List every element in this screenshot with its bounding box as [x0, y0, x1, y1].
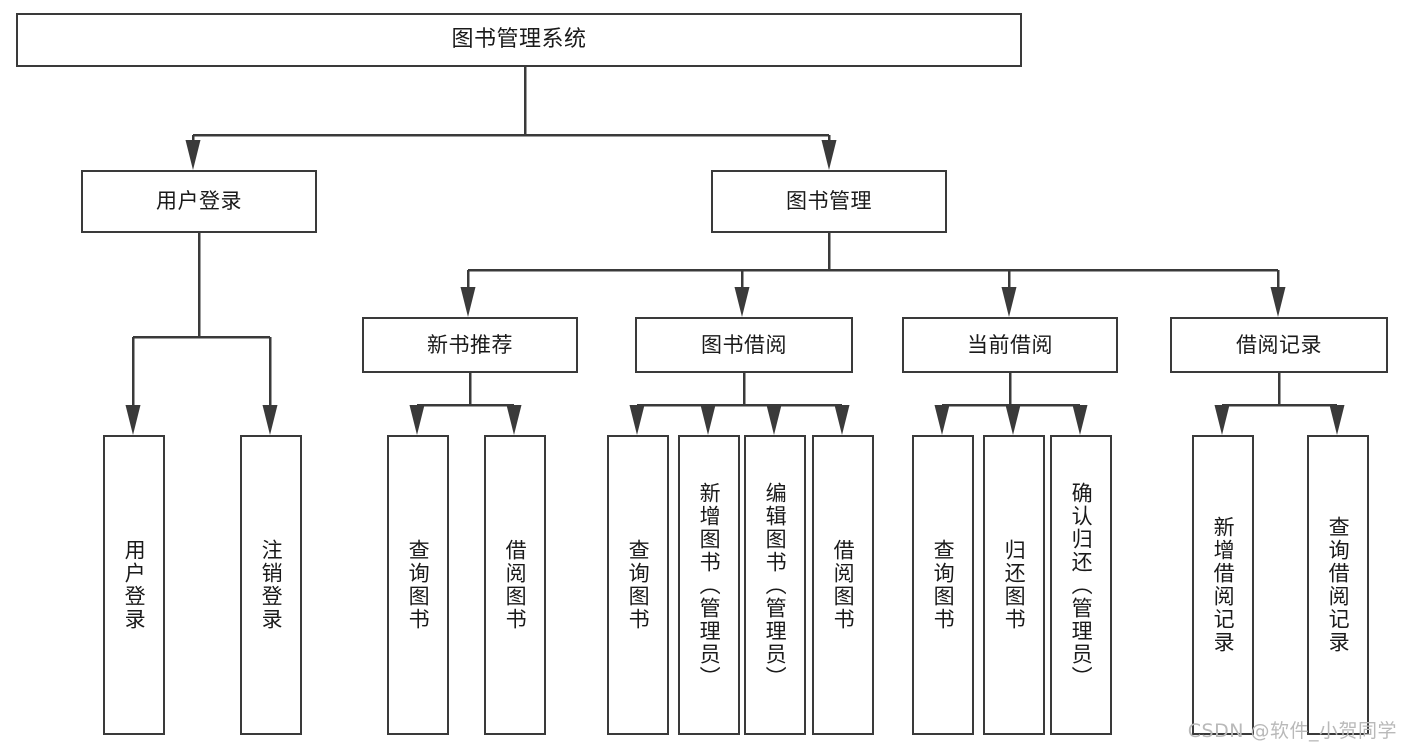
- node-leaf-add-book[interactable]: 新增图书（管理员）: [678, 435, 740, 735]
- node-leaf-query-record[interactable]: 查询借阅记录: [1307, 435, 1369, 735]
- node-leaf-query-book-3-label: 查询图书: [931, 539, 956, 631]
- node-leaf-add-book-label: 新增图书（管理员）: [697, 481, 722, 689]
- node-leaf-borrow-book-1-label: 借阅图书: [503, 539, 528, 631]
- node-leaf-logout-label: 注销登录: [259, 539, 284, 631]
- node-root-label: 图书管理系统: [451, 27, 587, 53]
- node-leaf-query-book-2-label: 查询图书: [626, 539, 651, 631]
- node-new-book-rec[interactable]: 新书推荐: [362, 317, 578, 373]
- node-leaf-user-login[interactable]: 用户登录: [103, 435, 165, 735]
- node-book-borrow-label: 图书借阅: [701, 332, 787, 357]
- node-leaf-return-book[interactable]: 归还图书: [983, 435, 1045, 735]
- node-borrow-record[interactable]: 借阅记录: [1170, 317, 1388, 373]
- node-leaf-logout[interactable]: 注销登录: [240, 435, 302, 735]
- node-leaf-borrow-book-1[interactable]: 借阅图书: [484, 435, 546, 735]
- node-leaf-borrow-book-2[interactable]: 借阅图书: [812, 435, 874, 735]
- node-leaf-query-book-1[interactable]: 查询图书: [387, 435, 449, 735]
- node-book-manage[interactable]: 图书管理: [711, 170, 947, 233]
- node-leaf-query-book-2[interactable]: 查询图书: [607, 435, 669, 735]
- node-book-borrow[interactable]: 图书借阅: [635, 317, 853, 373]
- watermark-label: CSDN @软件_小贺同学: [1187, 720, 1397, 742]
- node-leaf-confirm-return-label: 确认归还（管理员）: [1069, 481, 1094, 689]
- node-new-book-rec-label: 新书推荐: [427, 332, 513, 357]
- node-leaf-borrow-book-2-label: 借阅图书: [831, 539, 856, 631]
- node-borrow-record-label: 借阅记录: [1236, 332, 1322, 357]
- node-leaf-add-record[interactable]: 新增借阅记录: [1192, 435, 1254, 735]
- node-leaf-edit-book[interactable]: 编辑图书（管理员）: [744, 435, 806, 735]
- node-leaf-query-record-label: 查询借阅记录: [1326, 516, 1351, 654]
- node-book-manage-label: 图书管理: [786, 189, 872, 214]
- node-user-login-label: 用户登录: [156, 189, 242, 214]
- node-current-borrow-label: 当前借阅: [967, 332, 1053, 357]
- node-leaf-user-login-label: 用户登录: [122, 539, 147, 631]
- node-user-login[interactable]: 用户登录: [81, 170, 317, 233]
- node-root[interactable]: 图书管理系统: [16, 13, 1022, 67]
- node-leaf-query-book-1-label: 查询图书: [406, 539, 431, 631]
- node-leaf-query-book-3[interactable]: 查询图书: [912, 435, 974, 735]
- node-leaf-edit-book-label: 编辑图书（管理员）: [763, 481, 788, 689]
- node-leaf-confirm-return[interactable]: 确认归还（管理员）: [1050, 435, 1112, 735]
- node-current-borrow[interactable]: 当前借阅: [902, 317, 1118, 373]
- node-leaf-add-record-label: 新增借阅记录: [1211, 516, 1236, 654]
- node-leaf-return-book-label: 归还图书: [1002, 539, 1027, 631]
